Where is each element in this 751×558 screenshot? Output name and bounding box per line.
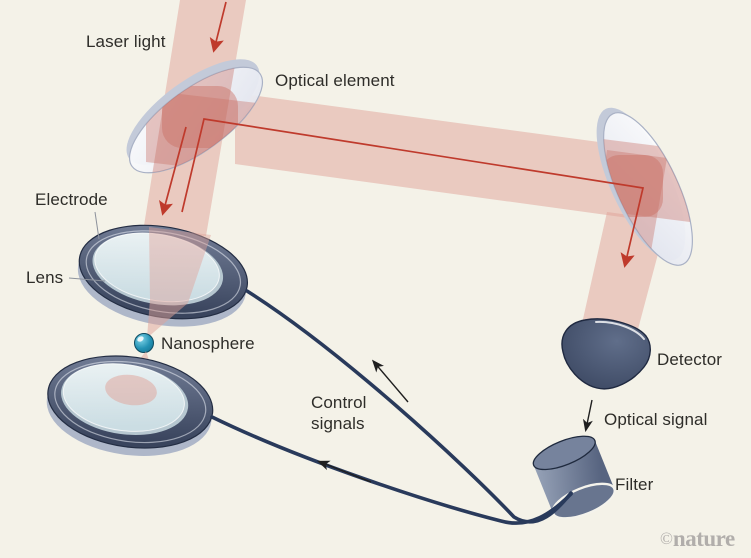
nature-credit: ©nature [660,526,735,552]
beam-in-upper-lens [149,227,211,303]
copyright-symbol: © [660,529,673,548]
leader-lines [68,211,106,282]
label-optical-signal: Optical signal [604,410,708,429]
focusing-cone-upper [147,299,188,338]
electrode-leader-line [94,211,100,240]
lower-lens-assembly [46,355,214,456]
control-wires [210,289,573,525]
control-signal-arrow-lower [317,460,372,483]
wire-from-lower-lens [210,415,573,525]
wire-from-upper-lens [245,289,573,524]
incoming-beam-arrow [209,1,227,53]
label-nanosphere: Nanosphere [161,334,255,353]
detector-device [561,318,651,390]
label-control-signals: Control signals [311,393,367,434]
credit-name: nature [672,526,735,551]
beam-direction-arrows [159,1,645,268]
label-optical-element: Optical element [275,71,395,90]
label-electrode: Electrode [35,190,108,209]
upper-lens-assembly [77,224,249,338]
signal-arrows [317,359,593,483]
control-signal-arrow-upper [371,359,409,403]
optical-signal-arrow [582,399,593,433]
reflected-beam-arrow [181,118,645,268]
filter-device [532,435,616,520]
transmitted-beam-arrow [159,126,187,216]
label-filter: Filter [615,475,654,494]
nanosphere-particle [134,333,154,353]
lens-leader-line [68,277,106,282]
label-lens: Lens [26,268,64,287]
label-laser-light: Laser light [86,32,166,51]
beam-spot-lower-lens [105,374,157,406]
label-detector: Detector [657,350,723,369]
